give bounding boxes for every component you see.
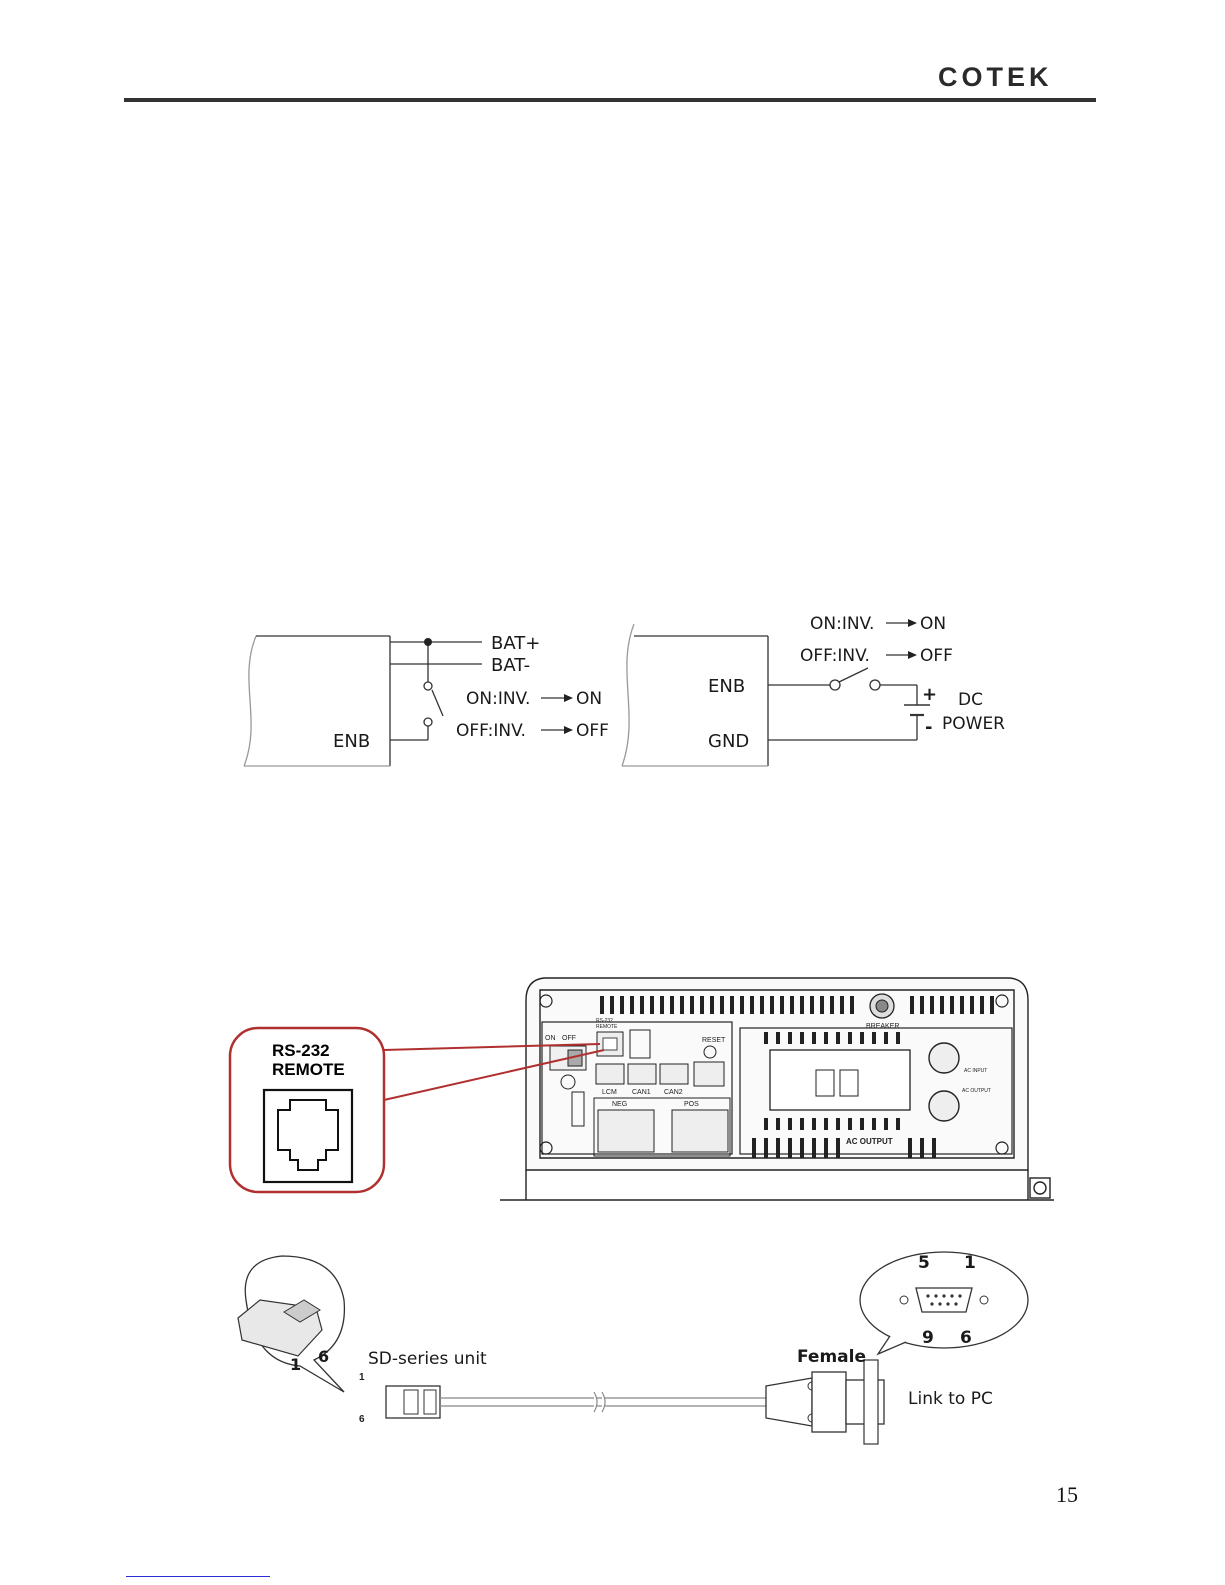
- footer-link-underline: [126, 1576, 270, 1577]
- db9-face: [916, 1288, 972, 1312]
- db9-flange: [864, 1360, 878, 1444]
- female-label: Female: [797, 1347, 866, 1367]
- plug-pin-1-label: 1: [290, 1355, 301, 1374]
- link-to-pc-label: Link to PC: [908, 1389, 993, 1409]
- cable-pin-1-label: 1: [359, 1372, 365, 1383]
- db9-pin-9-label: 9: [922, 1328, 934, 1348]
- db9-pin-5-label: 5: [918, 1253, 930, 1273]
- sd-series-unit-label: SD-series unit: [368, 1349, 487, 1369]
- page-number: 15: [1056, 1482, 1078, 1508]
- cable-pin-6-label: 6: [359, 1414, 365, 1425]
- db9-boot: [766, 1378, 812, 1426]
- plug-pin-6-label: 6: [318, 1347, 329, 1366]
- db9-shell: [812, 1372, 846, 1432]
- db9-pin-6-label: 6: [960, 1328, 972, 1348]
- db9-pin-1-label: 1: [964, 1253, 976, 1273]
- cable-break-mark: [594, 1392, 605, 1412]
- rj-connector: [386, 1386, 440, 1418]
